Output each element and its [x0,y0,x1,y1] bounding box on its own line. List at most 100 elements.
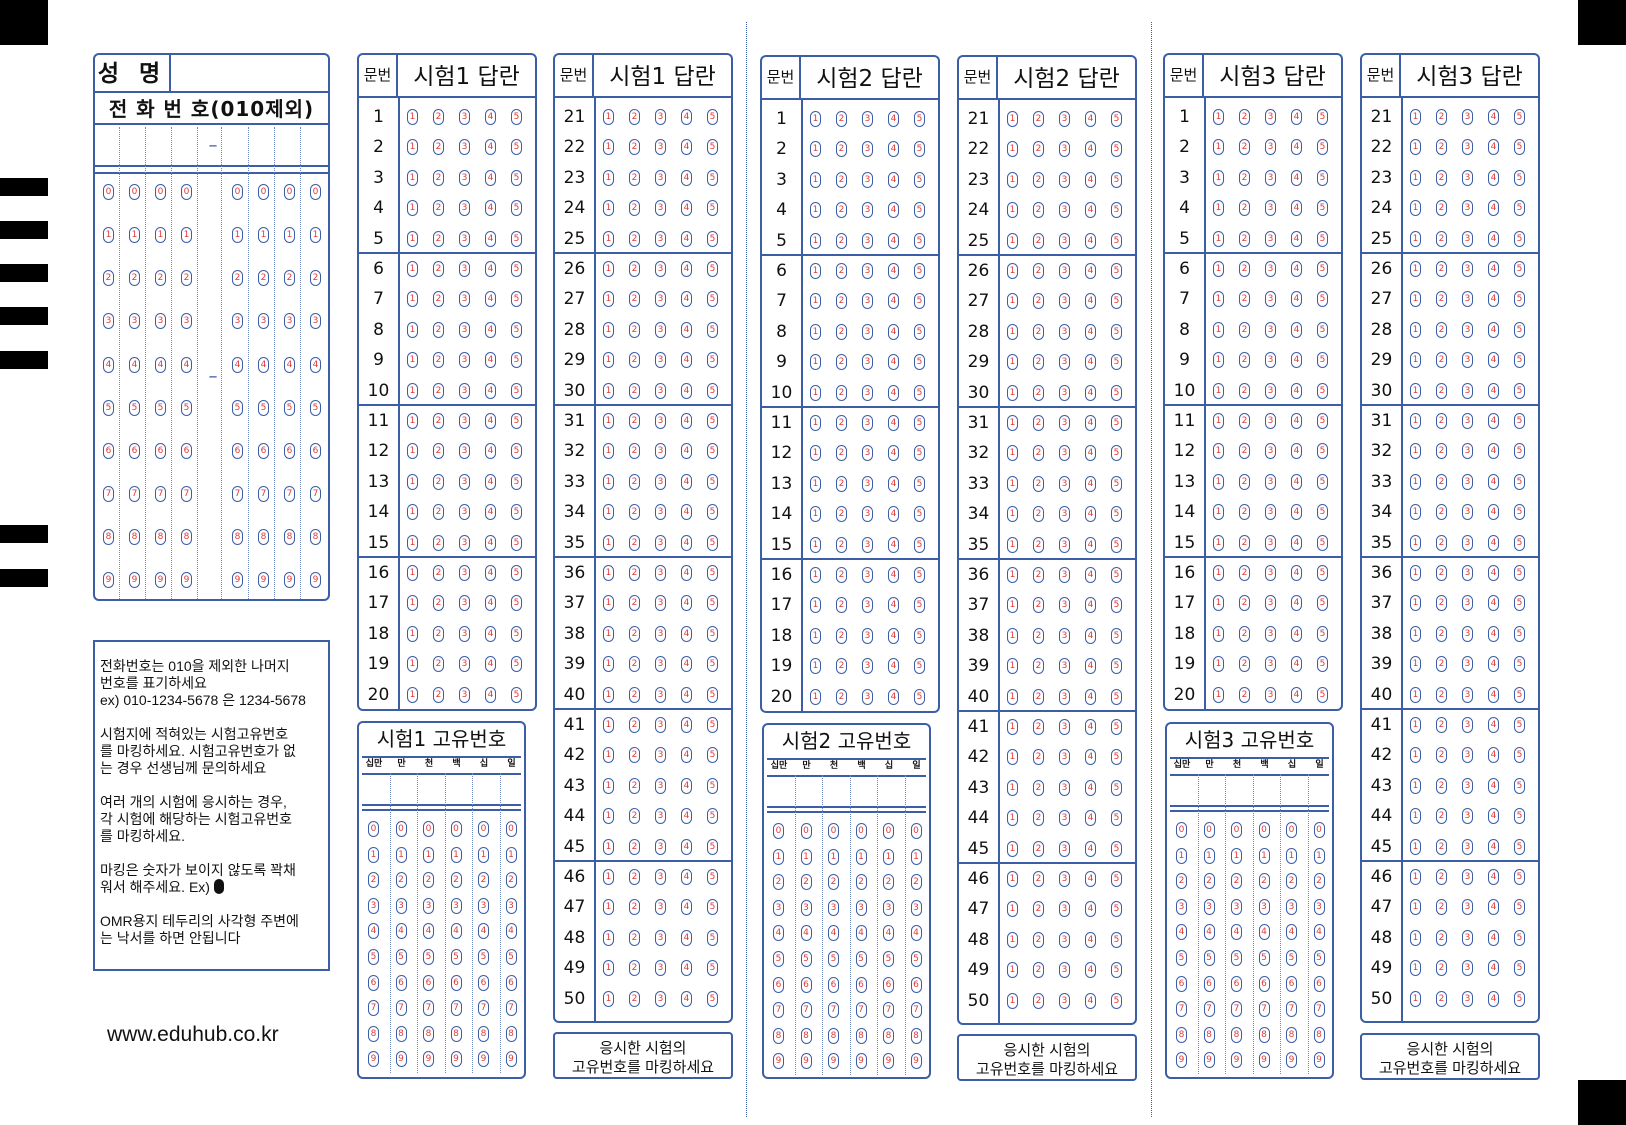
answer-choice-bubble[interactable]: 1 [810,111,821,127]
id-digit-bubble[interactable]: 8 [1286,1026,1297,1043]
id-digit-bubble[interactable]: 9 [910,1053,922,1070]
id-digit-bubble[interactable]: 1 [368,846,379,863]
phone-digit-bubble[interactable]: 3 [258,313,269,329]
answer-choice-bubble[interactable]: 4 [888,141,899,158]
answer-choice-bubble[interactable]: 4 [1085,962,1096,979]
answer-choice-bubble[interactable]: 2 [1033,901,1044,918]
answer-choice-bubble[interactable]: 1 [1410,990,1421,1007]
answer-choice-bubble[interactable]: 1 [810,688,821,705]
answer-choice-bubble[interactable]: 4 [681,990,692,1007]
answer-choice-bubble[interactable]: 2 [1033,597,1044,614]
answer-choice-bubble[interactable]: 5 [1111,992,1122,1009]
phone-digit-bubble[interactable]: 9 [103,572,114,588]
answer-choice-bubble[interactable]: 3 [1462,808,1473,825]
id-digit-bubble[interactable]: 7 [773,1002,784,1019]
answer-choice-bubble[interactable]: 2 [433,504,444,521]
answer-choice-bubble[interactable]: 2 [836,567,847,583]
answer-choice-bubble[interactable]: 2 [1436,990,1447,1007]
answer-choice-bubble[interactable]: 3 [1059,415,1070,431]
answer-choice-bubble[interactable]: 2 [1033,141,1044,158]
answer-choice-bubble[interactable]: 4 [1488,625,1499,642]
answer-choice-bubble[interactable]: 2 [629,443,640,460]
answer-choice-bubble[interactable]: 5 [1514,838,1525,855]
answer-choice-bubble[interactable]: 1 [1410,808,1421,825]
answer-choice-bubble[interactable]: 1 [1007,992,1018,1009]
answer-choice-bubble[interactable]: 3 [1265,534,1276,551]
answer-choice-bubble[interactable]: 2 [836,415,847,431]
id-digit-bubble[interactable]: 8 [773,1027,784,1044]
answer-choice-bubble[interactable]: 2 [1033,354,1044,371]
id-digit-bubble[interactable]: 8 [478,1025,489,1042]
answer-choice-bubble[interactable]: 3 [1265,169,1276,186]
id-digit-bubble[interactable]: 3 [1258,898,1270,915]
id-digit-bubble[interactable]: 1 [1286,847,1297,864]
answer-choice-bubble[interactable]: 4 [1291,261,1302,277]
answer-choice-bubble[interactable]: 1 [810,627,821,644]
answer-choice-bubble[interactable]: 5 [914,323,925,340]
answer-choice-bubble[interactable]: 2 [1239,413,1250,429]
id-digit-bubble[interactable]: 1 [1231,847,1242,864]
answer-choice-bubble[interactable]: 5 [707,200,718,217]
answer-choice-bubble[interactable]: 1 [1007,384,1018,401]
answer-choice-bubble[interactable]: 5 [1111,475,1122,492]
answer-choice-bubble[interactable]: 2 [433,200,444,217]
answer-choice-bubble[interactable]: 5 [707,321,718,338]
answer-choice-bubble[interactable]: 5 [1317,321,1328,338]
id-digit-bubble[interactable]: 0 [910,823,922,839]
answer-choice-bubble[interactable]: 2 [1033,202,1044,219]
id-digit-bubble[interactable]: 9 [505,1051,517,1068]
id-digit-bubble[interactable]: 0 [773,823,784,839]
id-digit-bubble[interactable]: 6 [910,976,922,993]
answer-choice-bubble[interactable]: 2 [433,352,444,369]
answer-choice-bubble[interactable]: 1 [1410,169,1421,186]
answer-choice-bubble[interactable]: 5 [707,869,718,885]
answer-choice-bubble[interactable]: 2 [1033,384,1044,401]
answer-choice-bubble[interactable]: 1 [810,171,821,188]
answer-choice-bubble[interactable]: 1 [407,686,418,703]
answer-choice-bubble[interactable]: 1 [1410,291,1421,308]
answer-choice-bubble[interactable]: 3 [1462,109,1473,125]
phone-digit-bubble[interactable]: 6 [129,443,140,459]
id-digit-bubble[interactable]: 2 [1286,873,1297,890]
answer-choice-bubble[interactable]: 1 [810,323,821,340]
id-digit-bubble[interactable]: 7 [910,1002,922,1019]
id-digit-bubble[interactable]: 4 [910,925,922,942]
answer-choice-bubble[interactable]: 1 [1213,109,1224,125]
answer-choice-bubble[interactable]: 3 [1265,686,1276,703]
id-digit-bubble[interactable]: 9 [1176,1052,1187,1069]
answer-choice-bubble[interactable]: 5 [914,141,925,158]
answer-choice-bubble[interactable]: 5 [1317,504,1328,521]
answer-choice-bubble[interactable]: 2 [629,382,640,399]
id-digit-bubble[interactable]: 5 [450,949,462,965]
answer-choice-bubble[interactable]: 5 [1317,261,1328,277]
answer-choice-bubble[interactable]: 4 [888,445,899,462]
answer-choice-bubble[interactable]: 4 [681,200,692,217]
answer-choice-bubble[interactable]: 3 [862,415,873,431]
answer-choice-bubble[interactable]: 3 [459,109,470,125]
answer-choice-bubble[interactable]: 4 [1488,200,1499,217]
answer-choice-bubble[interactable]: 2 [629,413,640,429]
answer-choice-bubble[interactable]: 2 [836,506,847,523]
answer-choice-bubble[interactable]: 4 [681,139,692,156]
answer-choice-bubble[interactable]: 4 [888,475,899,492]
id-digit-bubble[interactable]: 3 [855,899,867,916]
id-digit-bubble[interactable]: 3 [450,897,462,914]
answer-choice-bubble[interactable]: 4 [1488,595,1499,612]
answer-choice-bubble[interactable]: 4 [681,109,692,125]
answer-choice-bubble[interactable]: 3 [862,658,873,675]
answer-choice-bubble[interactable]: 2 [629,169,640,186]
answer-choice-bubble[interactable]: 2 [629,261,640,277]
answer-choice-bubble[interactable]: 5 [1111,202,1122,219]
id-digit-bubble[interactable]: 7 [828,1002,839,1019]
answer-choice-bubble[interactable]: 1 [603,321,614,338]
phone-digit-bubble[interactable]: 9 [181,572,192,588]
answer-choice-bubble[interactable]: 2 [629,747,640,764]
answer-choice-bubble[interactable]: 1 [407,230,418,247]
id-digit-bubble[interactable]: 7 [1286,1001,1297,1018]
answer-choice-bubble[interactable]: 1 [407,352,418,369]
answer-choice-bubble[interactable]: 5 [914,475,925,492]
answer-choice-bubble[interactable]: 2 [1033,506,1044,523]
answer-choice-bubble[interactable]: 3 [1059,658,1070,675]
answer-choice-bubble[interactable]: 2 [1436,747,1447,764]
answer-choice-bubble[interactable]: 1 [1213,413,1224,429]
